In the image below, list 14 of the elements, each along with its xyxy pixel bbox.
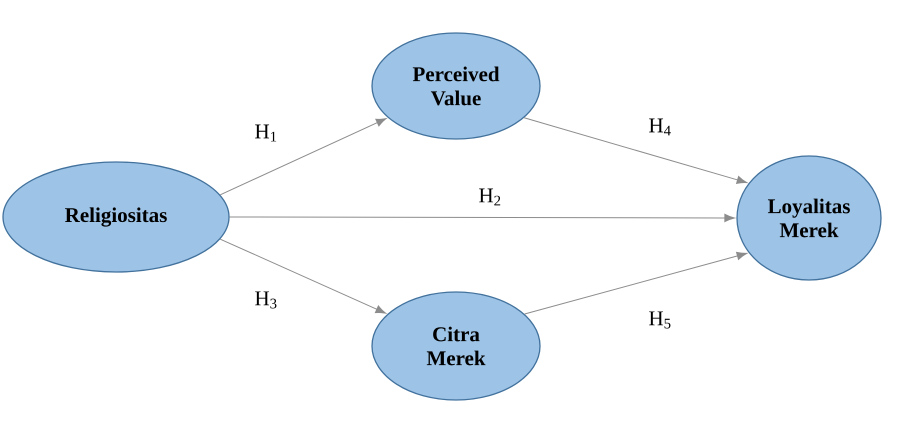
arrow xyxy=(524,117,748,184)
arrow xyxy=(220,118,386,196)
ellipse-node: Loyalitas Merek xyxy=(736,155,882,281)
arrow xyxy=(229,214,735,222)
edge-label: H$_{3}$ xyxy=(254,290,279,310)
edge-label: H$_{1}$ xyxy=(254,124,279,142)
arrow xyxy=(524,252,748,314)
arrow xyxy=(220,238,386,314)
edge-label: H$_{5}$ xyxy=(648,310,672,330)
ellipse-node: Citra Merek xyxy=(371,291,541,401)
edge-label: H$_{2}$ xyxy=(478,188,503,206)
edge-label: H$_{4}$ xyxy=(648,118,672,136)
ellipse-node: Religiositas xyxy=(2,161,230,273)
ellipse-node: Perceived Value xyxy=(371,32,541,140)
